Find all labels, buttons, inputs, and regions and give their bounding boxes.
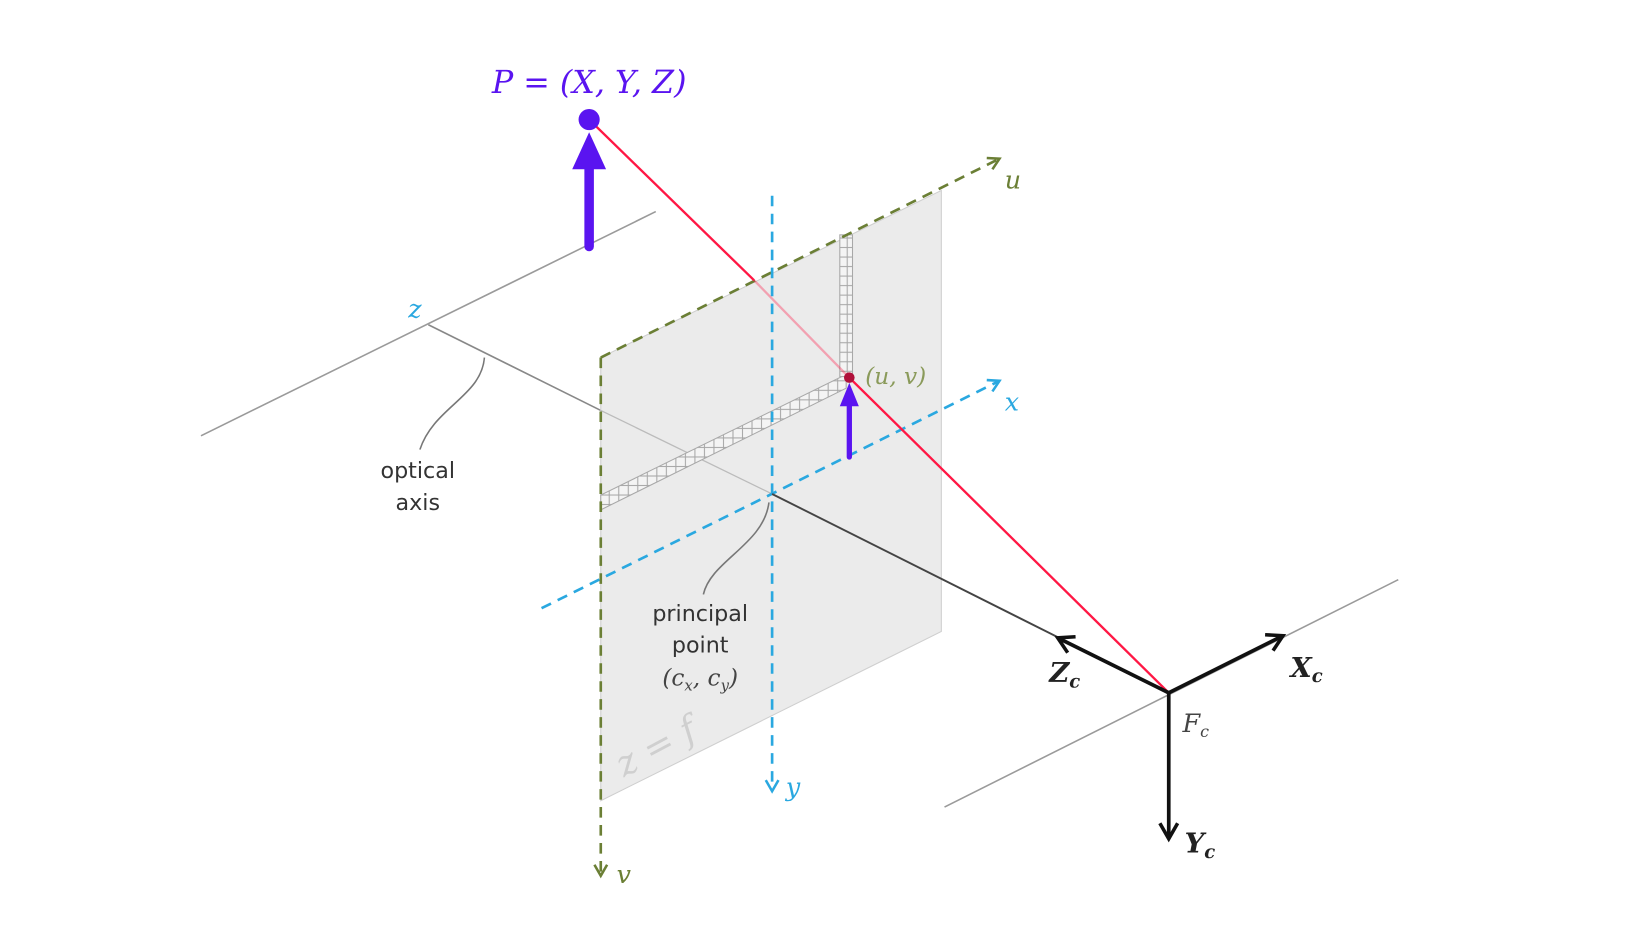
optical-axis-label-1: optical <box>381 458 456 484</box>
z-axis-label: z <box>407 293 422 323</box>
world-point-height-arrow-head <box>572 132 607 170</box>
projection-ray-behind <box>588 118 755 282</box>
world-ground-line <box>200 210 657 437</box>
principal-point-label-2: point <box>672 633 729 659</box>
optical-axis-label-2: axis <box>396 490 440 516</box>
projection-ray-front <box>848 376 1170 694</box>
image-point-height-arrow-head <box>839 382 859 407</box>
Zc-axis-arrow <box>1054 634 1170 695</box>
image-point-label: (u, v) <box>865 363 926 390</box>
optical-axis-back <box>428 324 602 412</box>
projection-ray-through-plane <box>753 279 851 379</box>
u-axis-label: u <box>1005 164 1021 194</box>
pixel-column-strip <box>839 234 854 378</box>
Xc-axis-arrow <box>1167 632 1287 695</box>
principal-point-label-1: principal <box>652 601 748 627</box>
world-point-marker <box>578 108 600 131</box>
camera-frame-label: Fc <box>1182 708 1210 741</box>
principal-point-callout <box>702 502 770 595</box>
x-axis-label: x <box>1005 386 1019 416</box>
y-axis-label: y <box>785 771 801 801</box>
v-axis-label: v <box>617 859 632 889</box>
Yc-label: Yc <box>1185 828 1216 863</box>
optical-axis-callout <box>419 357 486 450</box>
optical-axis-in-plane <box>600 409 773 495</box>
world-point-label: P = (X, Y, Z) <box>491 65 687 101</box>
u-axis <box>600 156 1002 359</box>
principal-point-coords: (cx, cy) <box>662 664 738 694</box>
Zc-label: Zc <box>1048 657 1080 692</box>
x-axis <box>540 378 1002 610</box>
Xc-label: Xc <box>1288 652 1322 687</box>
image-point-marker <box>844 372 855 383</box>
